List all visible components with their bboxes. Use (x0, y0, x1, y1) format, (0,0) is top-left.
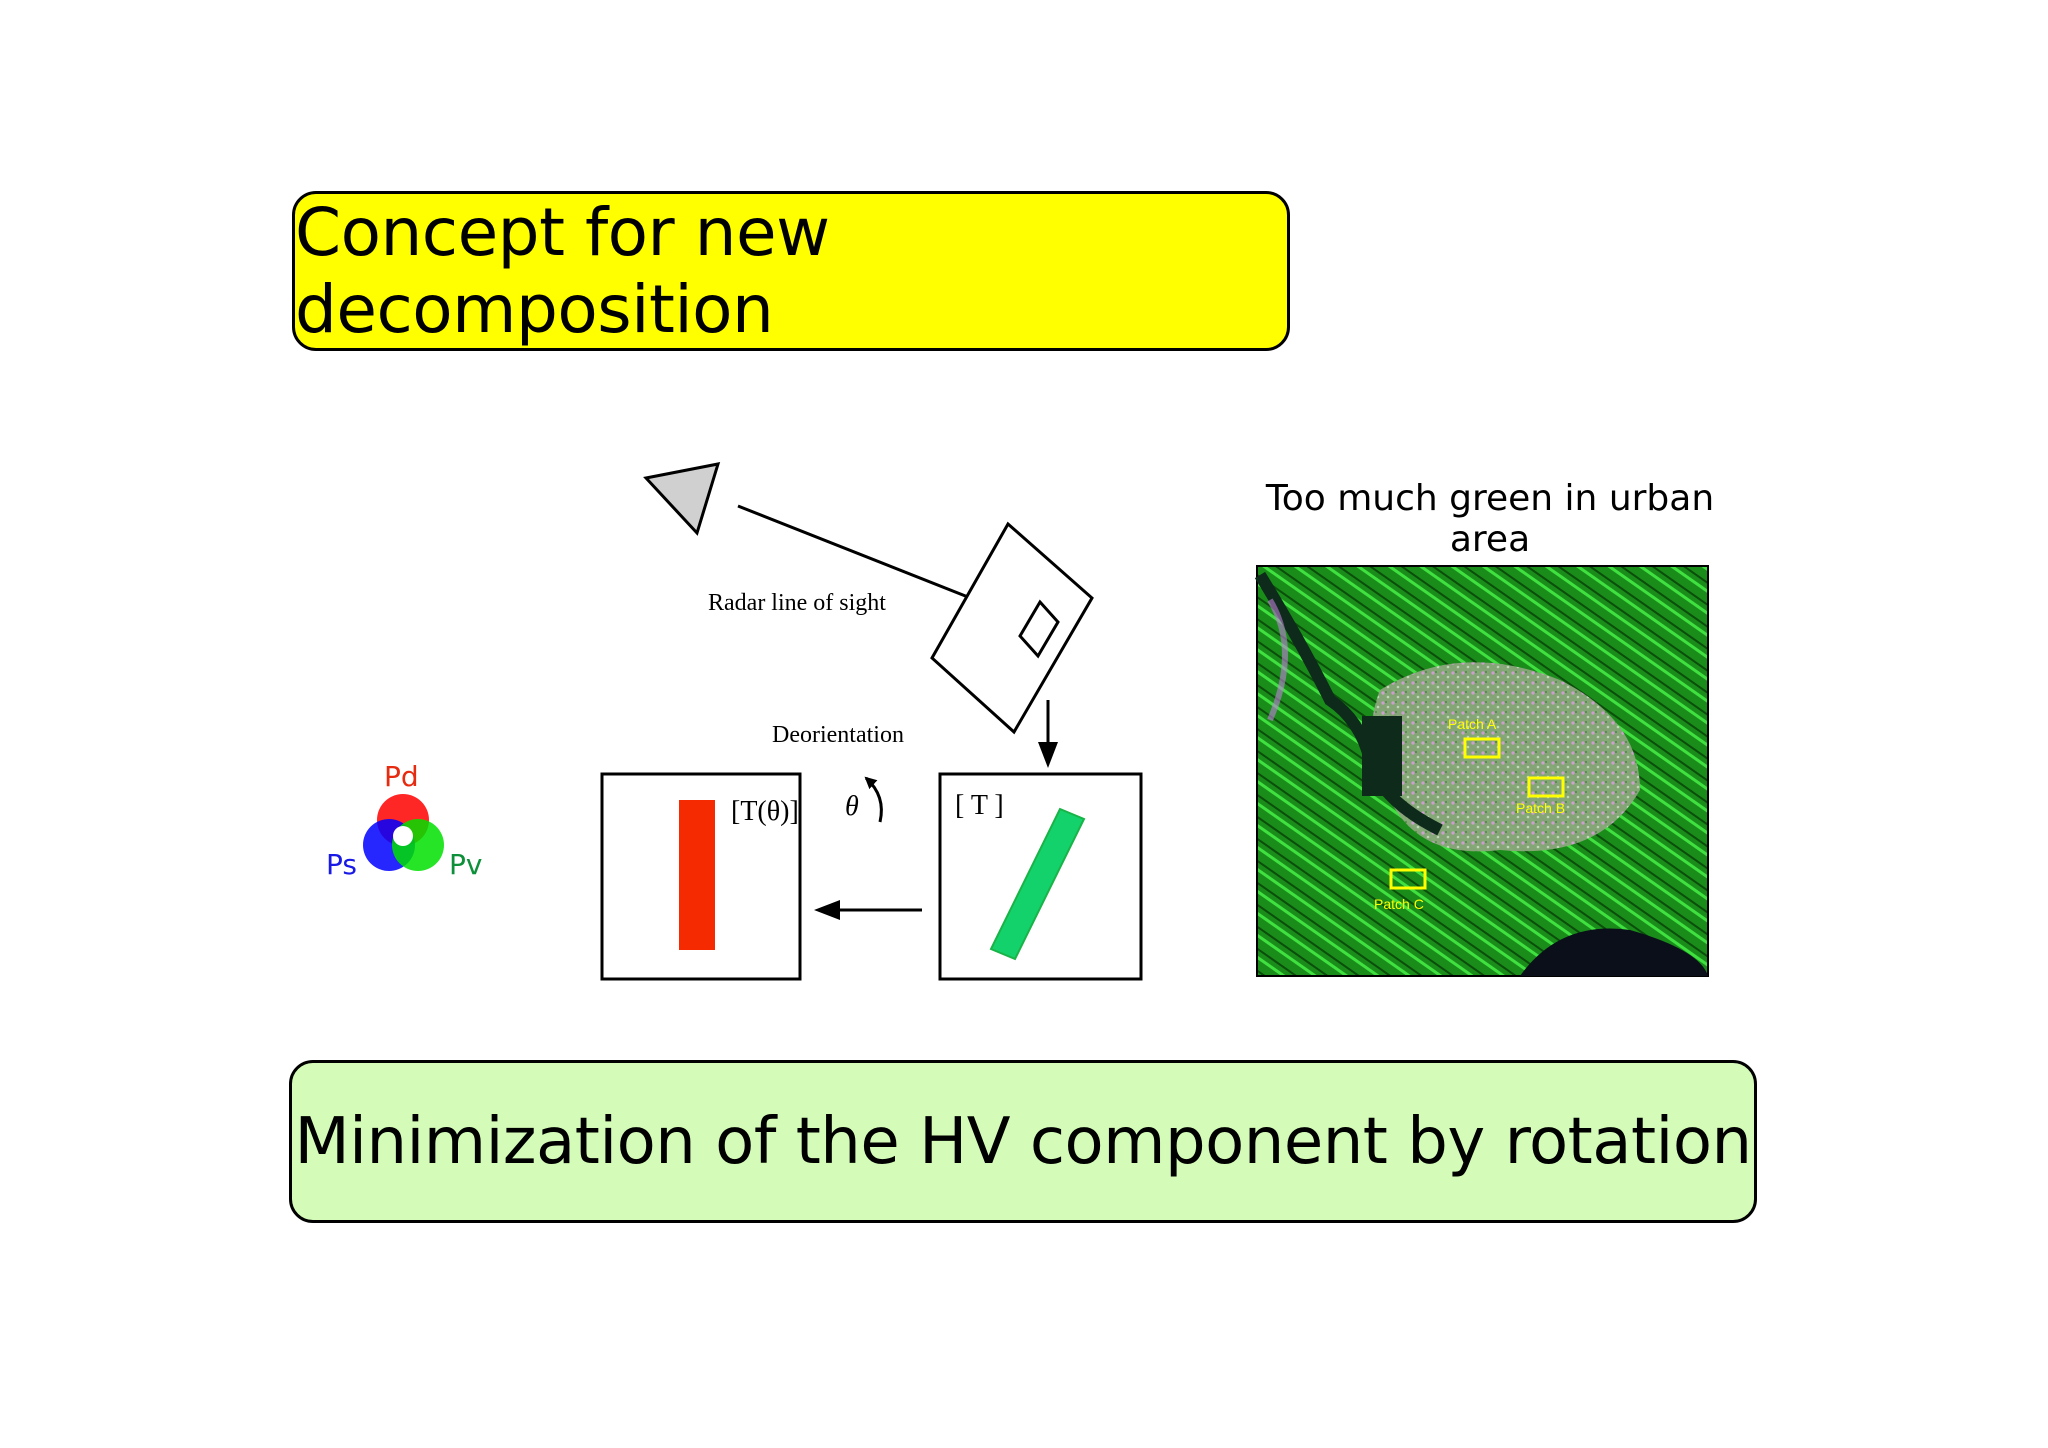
legend-pd-label: Pd (384, 760, 419, 793)
theta-label: θ (845, 791, 859, 822)
rotated-matrix-label: [T(θ)] (731, 796, 799, 827)
legend-ps-label: Ps (326, 848, 357, 881)
rotation-arrow (864, 776, 883, 823)
radar-icon (643, 462, 721, 536)
deorientation-label: Deorientation (772, 722, 904, 748)
patch-a-box (1463, 737, 1501, 759)
patch-a-label: Patch A (1448, 716, 1497, 732)
patch-c-box (1389, 868, 1427, 890)
legend-pv-label: Pv (449, 848, 483, 881)
original-matrix-label: [ T ] (955, 790, 1004, 821)
map-caption: Too much green in urban area (1265, 478, 1715, 560)
color-legend-venn (363, 794, 444, 871)
slide-subtitle: Minimization of the HV component by rota… (289, 1060, 1757, 1223)
slide-title: Concept for new decomposition (292, 191, 1290, 351)
patch-c-label: Patch C (1374, 896, 1424, 912)
patch-b-box (1527, 776, 1565, 798)
radar-line-of-sight-label: Radar line of sight (708, 590, 886, 616)
red-bar (679, 800, 715, 950)
green-bar (989, 807, 1086, 961)
patch-b-label: Patch B (1516, 800, 1566, 816)
satellite-map (1254, 565, 1709, 977)
surface-patch-icon (930, 521, 1094, 735)
surface-inner-patch (1018, 599, 1060, 659)
